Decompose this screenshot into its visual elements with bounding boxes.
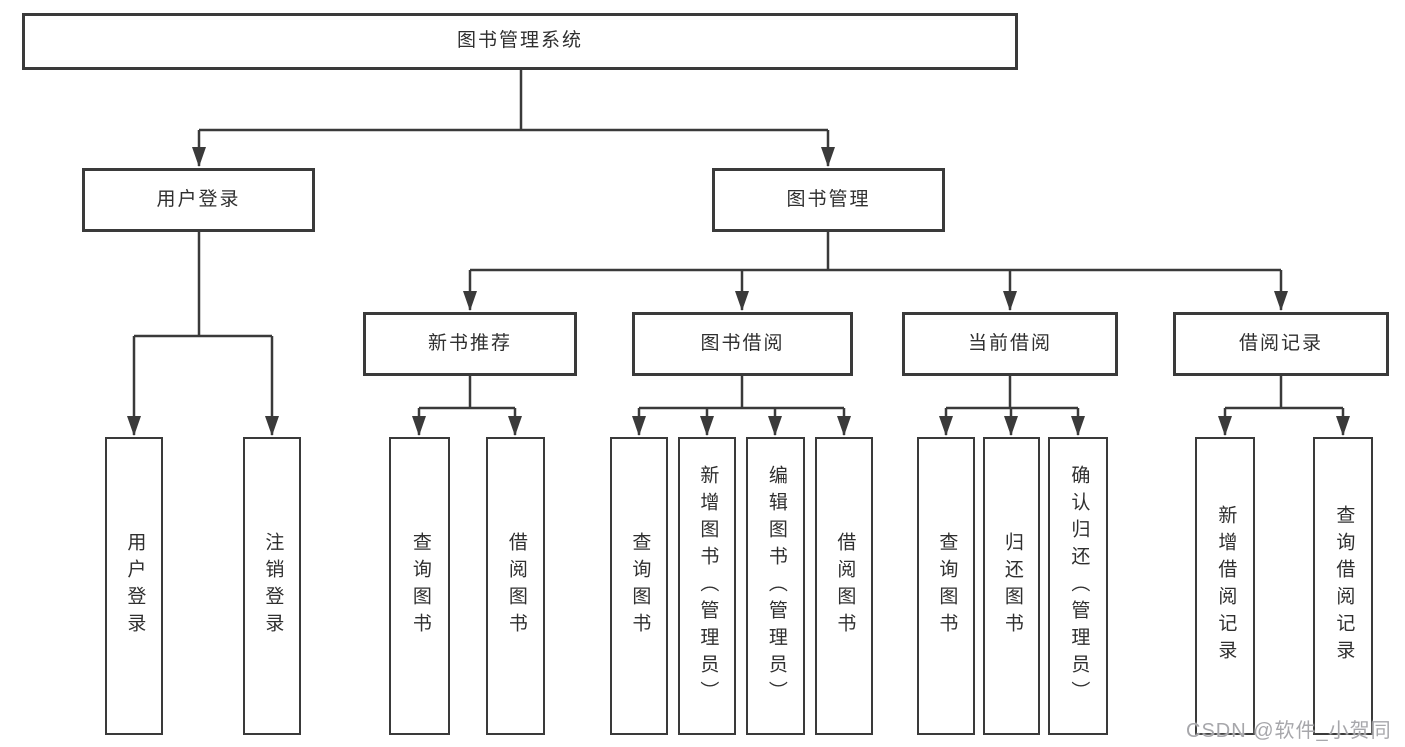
connector-current-borrow-children xyxy=(939,376,1085,436)
node-book-borrow: 图书借阅 xyxy=(632,312,853,376)
node-borrow-record: 借阅记录 xyxy=(1173,312,1389,376)
connector-book-borrow-children xyxy=(632,376,851,436)
node-root: 图书管理系统 xyxy=(22,13,1018,70)
node-leaf-user-login: 用户登录 xyxy=(105,437,163,735)
connector-user-login-children xyxy=(127,232,279,436)
node-leaf-return-book: 归还图书 xyxy=(983,437,1040,735)
connector-borrow-record-children xyxy=(1218,376,1350,436)
node-leaf-add-borrow-record: 新增借阅记录 xyxy=(1195,437,1255,735)
node-leaf-borrow-book-2: 借阅图书 xyxy=(815,437,873,735)
connector-root-to-level2 xyxy=(192,70,835,167)
connector-new-book-children xyxy=(412,376,522,436)
watermark: CSDN @软件_小贺同学 xyxy=(1186,720,1392,742)
node-current-borrow: 当前借阅 xyxy=(902,312,1118,376)
node-leaf-query-book-3: 查询图书 xyxy=(917,437,975,735)
node-leaf-logout: 注销登录 xyxy=(243,437,301,735)
node-book-management: 图书管理 xyxy=(712,168,945,232)
node-leaf-query-book-1: 查询图书 xyxy=(389,437,450,735)
node-leaf-edit-book-admin: 编辑图书（管理员） xyxy=(746,437,805,735)
node-leaf-confirm-return-admin: 确认归还（管理员） xyxy=(1048,437,1108,735)
connector-book-mgmt-children xyxy=(463,232,1288,311)
node-new-book-recommend: 新书推荐 xyxy=(363,312,577,376)
node-user-login: 用户登录 xyxy=(82,168,315,232)
node-leaf-borrow-book-1: 借阅图书 xyxy=(486,437,545,735)
node-leaf-query-borrow-record: 查询借阅记录 xyxy=(1313,437,1373,735)
node-leaf-query-book-2: 查询图书 xyxy=(610,437,668,735)
node-leaf-add-book-admin: 新增图书（管理员） xyxy=(678,437,736,735)
